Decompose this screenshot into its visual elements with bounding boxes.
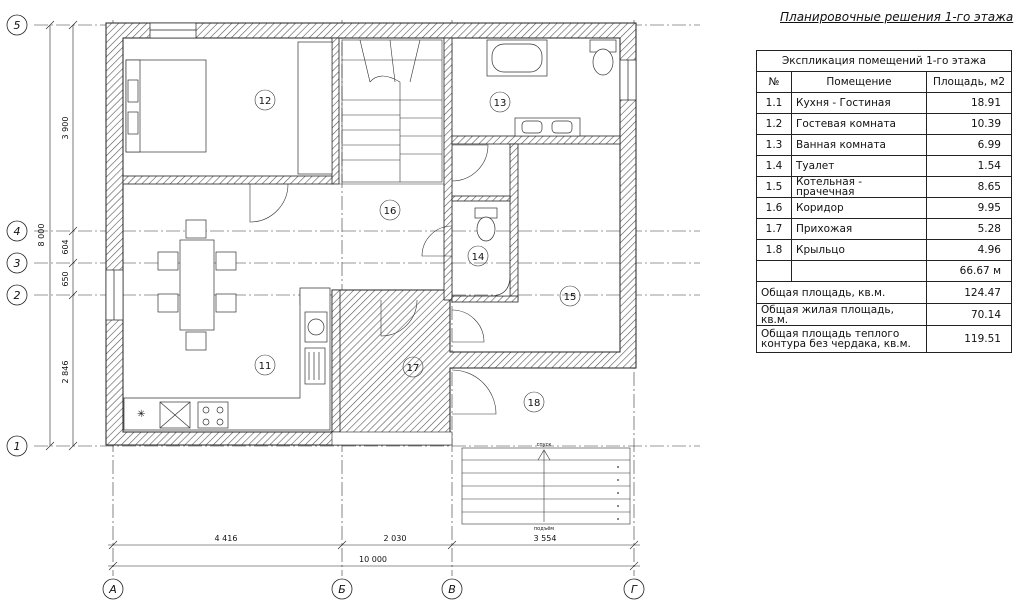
row-area: 5.28 (926, 218, 1012, 240)
summary-value: 119.51 (926, 325, 1012, 353)
table-row: 1.6 Коридор 9.95 (756, 197, 1012, 219)
room-label-12: 12 (259, 96, 272, 107)
header-number: № (756, 71, 792, 93)
room-labels (254, 89, 581, 413)
bed (125, 41, 333, 175)
explication-title: Экспликация помещений 1-го этажа (756, 50, 1012, 72)
table-row: 1.2 Гостевая комната 10.39 (756, 113, 1012, 135)
row-number: 1.6 (756, 197, 792, 219)
interior-walls (122, 37, 621, 433)
plan-lines (331, 39, 453, 446)
summary-row: Общая площадь, кв.м. 124.47 (756, 281, 1012, 304)
row-number: 1.8 (756, 239, 792, 261)
summary-value: 124.47 (926, 281, 1012, 304)
table-row: 1.4 Туалет 1.54 (756, 155, 1012, 177)
axis-label-4: 4 (14, 225, 21, 238)
bathroom-fixtures (474, 39, 617, 297)
table-row: 1.5 Котельная - прачечная 8.65 (756, 176, 1012, 198)
row-area: 6.99 (926, 134, 1012, 156)
room-label-15: 15 (564, 292, 577, 303)
stair-label-down: спуск (537, 442, 552, 448)
row-number: 1.1 (756, 92, 792, 114)
floor-plan-drawing: 5 4 3 2 1 А Б В Г 8 000 3 900 604 650 2 … (6, 14, 700, 600)
axis-label-a: А (108, 583, 117, 596)
row-area: 4.96 (926, 239, 1012, 261)
room-label-13: 13 (494, 98, 507, 109)
row-room: Ванная комната (791, 134, 927, 156)
header-room: Помещение (791, 71, 927, 93)
dim-total-width: 10 000 (359, 555, 387, 564)
axis-label-g: Г (631, 583, 638, 596)
room-label-17: 17 (407, 363, 420, 374)
row-room: Прихожая (791, 218, 927, 240)
row-room: Кухня - Гостиная (791, 92, 927, 114)
dim-total-height: 8 000 (37, 224, 46, 247)
svg-text:✳: ✳ (137, 409, 145, 420)
axis-label-1: 1 (14, 440, 21, 453)
dim-2846: 2 846 (61, 361, 70, 384)
row-room: Крыльцо (791, 239, 927, 261)
dim-4416: 4 416 (215, 534, 238, 543)
windows (105, 22, 637, 321)
page-title: Планировочные решения 1-го этажа (780, 10, 1014, 24)
dim-3554: 3 554 (534, 534, 557, 543)
summary-row: Общая площадь теплого контура без чердак… (756, 325, 1012, 353)
axis-bubbles-columns: А Б В Г (102, 578, 645, 600)
row-number: 1.4 (756, 155, 792, 177)
doors (249, 144, 497, 415)
summary-label: Общая площадь теплого контура без чердак… (756, 325, 927, 353)
porch-steps (461, 447, 631, 525)
row-area: 1.54 (926, 155, 1012, 177)
axis-label-3: 3 (14, 257, 21, 270)
row-room: Туалет (791, 155, 927, 177)
dim-3900: 3 900 (61, 117, 70, 140)
room-label-11: 11 (259, 361, 272, 372)
table-row: 1.3 Ванная комната 6.99 (756, 134, 1012, 156)
axis-label-2: 2 (14, 289, 21, 302)
axis-label-b: Б (338, 583, 346, 596)
summary-row: Общая жилая площадь, кв.м. 70.14 (756, 303, 1012, 326)
row-number: 1.5 (756, 176, 792, 198)
row-number: 1.7 (756, 218, 792, 240)
summary-label: Общая площадь, кв.м. (756, 281, 927, 304)
summary-label: Общая жилая площадь, кв.м. (756, 303, 927, 326)
table-row: 1.8 Крыльцо 4.96 (756, 239, 1012, 261)
row-area: 18.91 (926, 92, 1012, 114)
dim-604: 604 (61, 239, 70, 254)
axis-bubbles-rows: 5 4 3 2 1 (6, 14, 28, 457)
axis-label-v: В (448, 583, 456, 596)
table-row-total: 66.67 м (756, 260, 1012, 282)
room-label-18: 18 (528, 398, 541, 409)
stair-tick-marks (617, 466, 619, 520)
kitchen-units: ✳ (123, 287, 331, 431)
explication-table: Экспликация помещений 1-го этажа № Помещ… (756, 50, 1012, 353)
row-room: Котельная - прачечная (791, 176, 927, 198)
rows-total-area: 66.67 м (926, 260, 1012, 282)
room-label-16: 16 (384, 206, 397, 217)
row-room: Коридор (791, 197, 927, 219)
row-number: 1.3 (756, 134, 792, 156)
row-number: 1.2 (756, 113, 792, 135)
row-area: 9.95 (926, 197, 1012, 219)
summary-value: 70.14 (926, 303, 1012, 326)
dim-2030: 2 030 (384, 534, 407, 543)
dining-set (157, 219, 237, 351)
stair-label-up: подъём (534, 526, 554, 532)
row-room-empty (791, 260, 927, 282)
dimension-chain-left (45, 20, 78, 451)
row-room: Гостевая комната (791, 113, 927, 135)
row-area: 8.65 (926, 176, 1012, 198)
row-number-empty (756, 260, 792, 282)
row-area: 10.39 (926, 113, 1012, 135)
table-row: 1.1 Кухня - Гостиная 18.91 (756, 92, 1012, 114)
dimension-chain-bottom (108, 540, 640, 571)
axis-label-5: 5 (14, 19, 21, 32)
table-row: 1.7 Прихожая 5.28 (756, 218, 1012, 240)
dim-650: 650 (61, 271, 70, 286)
room-label-14: 14 (472, 252, 485, 263)
header-area: Площадь, м2 (926, 71, 1012, 93)
